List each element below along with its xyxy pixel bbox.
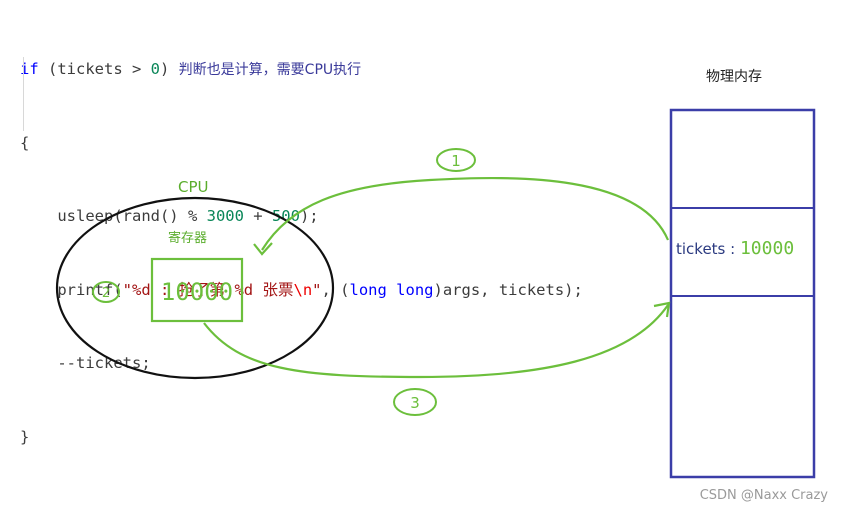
step-2-circle — [92, 281, 120, 303]
register-label: 寄存器 — [168, 231, 208, 246]
code-string: "%d : 抢了第 %d 张票 — [122, 280, 294, 299]
code-line-1: if (tickets > 0) 判断也是计算，需要CPU执行 — [20, 57, 583, 82]
step-1-circle — [436, 148, 476, 172]
arrow-store — [203, 304, 669, 379]
keyword-long-long: long long — [349, 280, 434, 299]
code-string: " — [312, 280, 322, 299]
register-value: 10000 — [161, 278, 233, 306]
code-escape: \n — [293, 280, 313, 299]
memory-label: 物理内存 — [706, 69, 762, 85]
step-3-number: 3 — [410, 394, 420, 412]
code-number: 500 — [271, 207, 300, 225]
code-text: )args, tickets); — [433, 280, 583, 299]
memory-cell-name: tickets : — [676, 240, 740, 258]
memory-column — [669, 108, 816, 479]
step-2-number: 2 — [102, 286, 110, 301]
code-text: , ( — [321, 280, 350, 299]
code-text: usleep(rand() % — [20, 207, 207, 225]
code-number: 3000 — [206, 207, 244, 225]
step-1-number: 1 — [451, 152, 461, 170]
code-text: (tickets > — [38, 60, 151, 78]
code-number: 0 — [150, 60, 160, 78]
arrow-load — [261, 176, 670, 251]
step-3-circle — [393, 388, 437, 416]
arrow-store-head — [653, 301, 671, 318]
code-text: printf( — [20, 280, 123, 299]
arrow-load-head — [253, 242, 273, 256]
register-box — [150, 257, 244, 323]
code-line-3: usleep(rand() % 3000 + 500); — [20, 204, 583, 229]
code-comment: 判断也是计算，需要CPU执行 — [178, 62, 362, 78]
memory-cell-tickets: tickets : 10000 — [676, 238, 794, 259]
code-line-6: } — [20, 427, 30, 446]
code-block: if (tickets > 0) 判断也是计算，需要CPU执行 { usleep… — [20, 8, 583, 474]
memory-cell-value: 10000 — [739, 238, 795, 259]
code-line-4: printf("%d : 抢了第 %d 张票\n", (long long)ar… — [20, 278, 583, 303]
keyword-if: if — [20, 60, 39, 78]
code-text: ) — [160, 60, 179, 78]
code-text: ); — [299, 207, 319, 225]
code-text: + — [243, 207, 272, 225]
indent-guide — [23, 57, 24, 131]
code-line-2: { — [20, 133, 30, 152]
watermark: CSDN @Naxx Crazy — [699, 488, 828, 503]
cpu-label: CPU — [178, 178, 209, 196]
cpu-ellipse — [55, 196, 335, 380]
